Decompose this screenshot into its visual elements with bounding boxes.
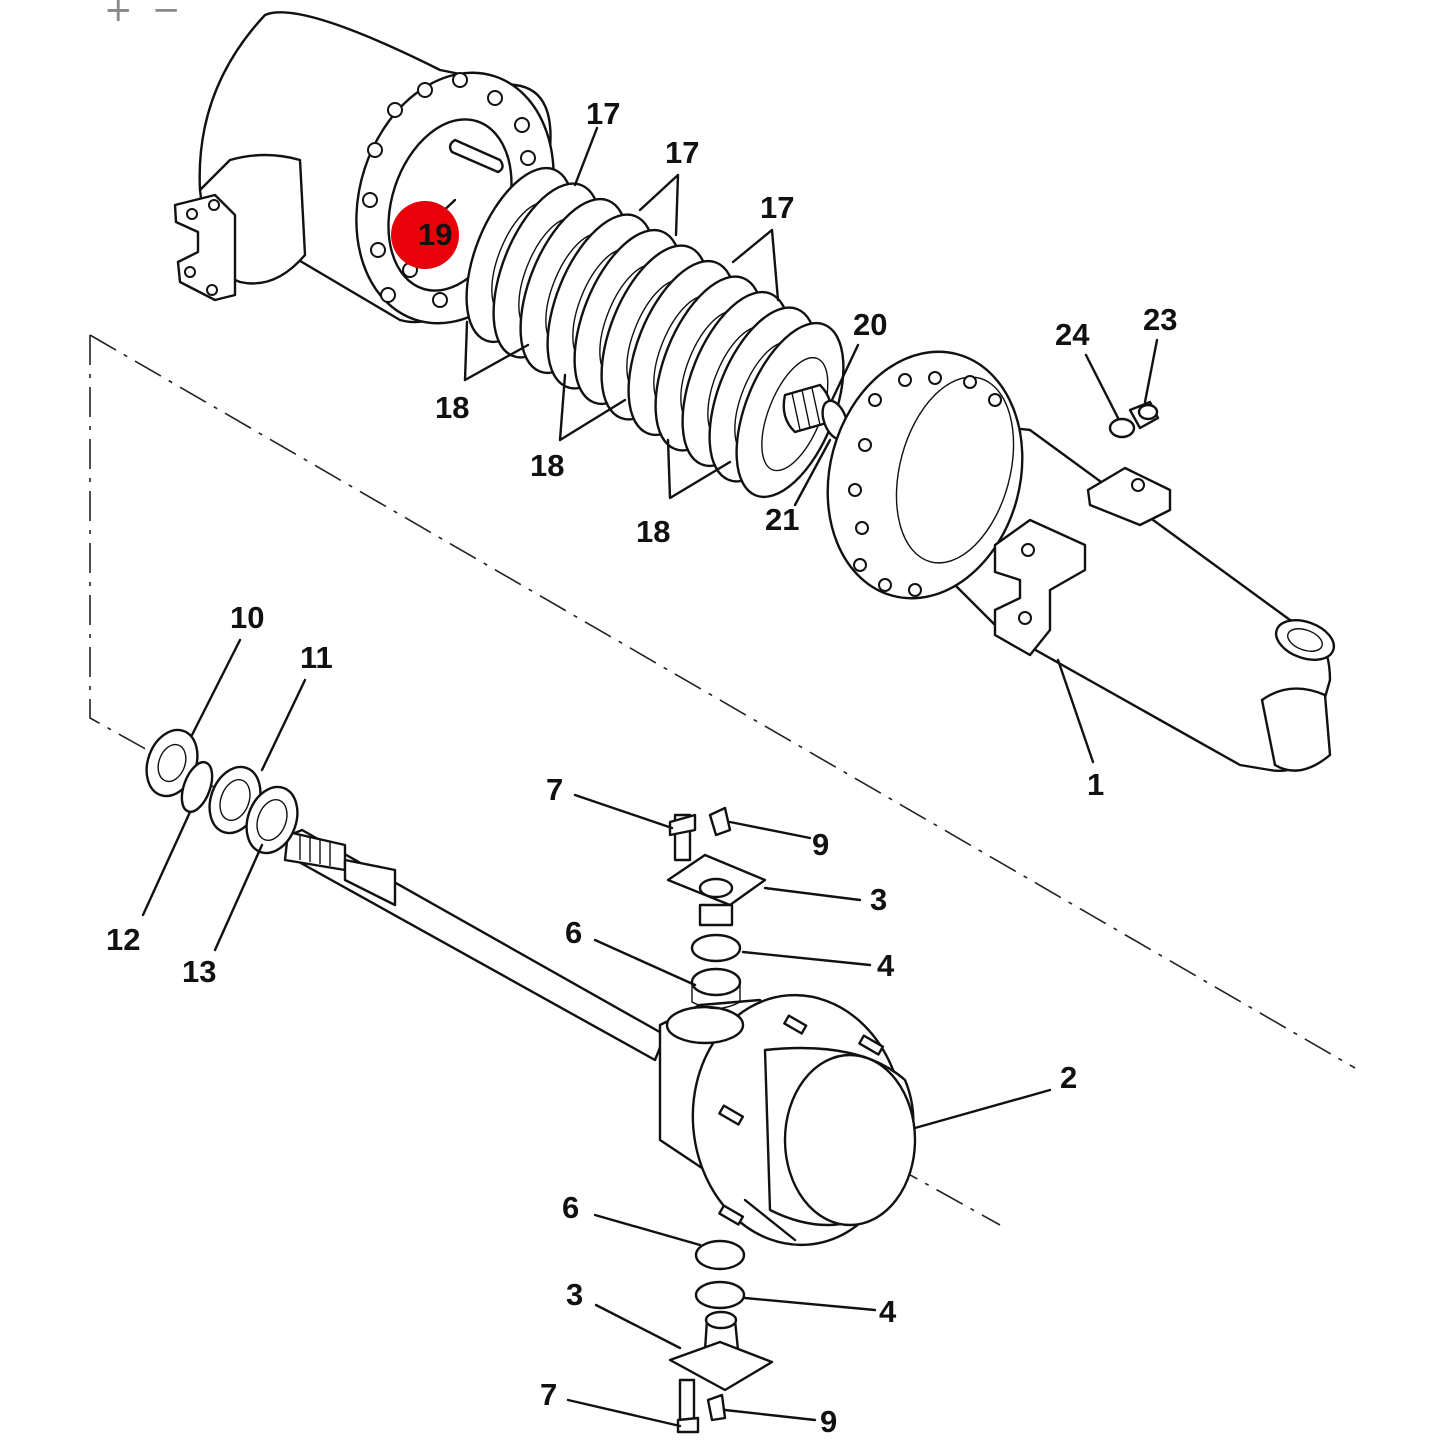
callout-21[interactable]: 21 <box>765 502 799 537</box>
leader-lines <box>141 126 1159 1428</box>
callout-6b[interactable]: 6 <box>562 1190 579 1225</box>
friction-disc-stack[interactable] <box>445 153 866 512</box>
callout-13[interactable]: 13 <box>182 954 216 989</box>
axle-housing[interactable] <box>801 330 1339 772</box>
pin-19 <box>448 138 504 174</box>
callout-12[interactable]: 12 <box>106 922 140 957</box>
callout-3b[interactable]: 3 <box>566 1277 583 1312</box>
callout-18c[interactable]: 18 <box>636 514 670 549</box>
callout-20[interactable]: 20 <box>853 307 887 342</box>
callout-9a[interactable]: 9 <box>812 827 829 862</box>
king-pin-cap-upper[interactable] <box>666 853 767 927</box>
callout-23[interactable]: 23 <box>1143 302 1177 337</box>
assembly-boundary <box>89 334 1356 1226</box>
spring-pad <box>993 518 1087 657</box>
grease-nipple-9-upper[interactable] <box>708 806 732 837</box>
bearing-6-upper[interactable] <box>690 967 742 997</box>
callout-10[interactable]: 10 <box>230 600 264 635</box>
seal-13[interactable] <box>238 780 306 860</box>
highlight-marker-19[interactable] <box>391 201 459 269</box>
callout-17a[interactable]: 17 <box>586 96 620 131</box>
grease-nipple-9-lower[interactable] <box>706 1393 727 1422</box>
knuckle-top-boss <box>665 1005 745 1045</box>
king-pin-cap-lower[interactable] <box>668 1310 774 1392</box>
washer-24[interactable] <box>1108 417 1136 439</box>
callout-18a[interactable]: 18 <box>435 390 469 425</box>
callout-17c[interactable]: 17 <box>760 190 794 225</box>
callout-4a[interactable]: 4 <box>877 948 895 983</box>
splined-stub[interactable] <box>782 383 852 443</box>
top-pad <box>1086 466 1172 527</box>
callout-2[interactable]: 2 <box>1060 1060 1077 1095</box>
callout-6a[interactable]: 6 <box>565 915 582 950</box>
bolt-23[interactable] <box>1128 400 1160 430</box>
circlip-12[interactable] <box>176 758 218 816</box>
king-pin-boss-bottom <box>1260 687 1332 772</box>
callout-4b[interactable]: 4 <box>879 1294 897 1329</box>
shim-4-upper[interactable] <box>690 933 742 963</box>
callout-17b[interactable]: 17 <box>665 135 699 170</box>
callout-3a[interactable]: 3 <box>870 882 887 917</box>
bearing-6-lower[interactable] <box>694 1239 746 1271</box>
callout-7a[interactable]: 7 <box>546 772 563 807</box>
callout-7b[interactable]: 7 <box>540 1377 557 1412</box>
shim-4-lower[interactable] <box>694 1280 746 1310</box>
callout-24[interactable]: 24 <box>1055 317 1090 352</box>
callout-18b[interactable]: 18 <box>530 448 564 483</box>
callout-1[interactable]: 1 <box>1087 767 1104 802</box>
bearing-10[interactable] <box>138 723 206 803</box>
wheel-studs <box>718 1014 885 1226</box>
callout-19[interactable]: 19 <box>418 217 452 252</box>
axle-flange-bolt-holes <box>848 371 1002 597</box>
callout-11[interactable]: 11 <box>300 640 333 675</box>
wheel-hub[interactable] <box>658 986 917 1253</box>
callout-9b[interactable]: 9 <box>820 1404 837 1439</box>
callout-labels: 19 17 17 17 18 18 18 20 21 24 23 1 10 11… <box>106 96 1177 1439</box>
